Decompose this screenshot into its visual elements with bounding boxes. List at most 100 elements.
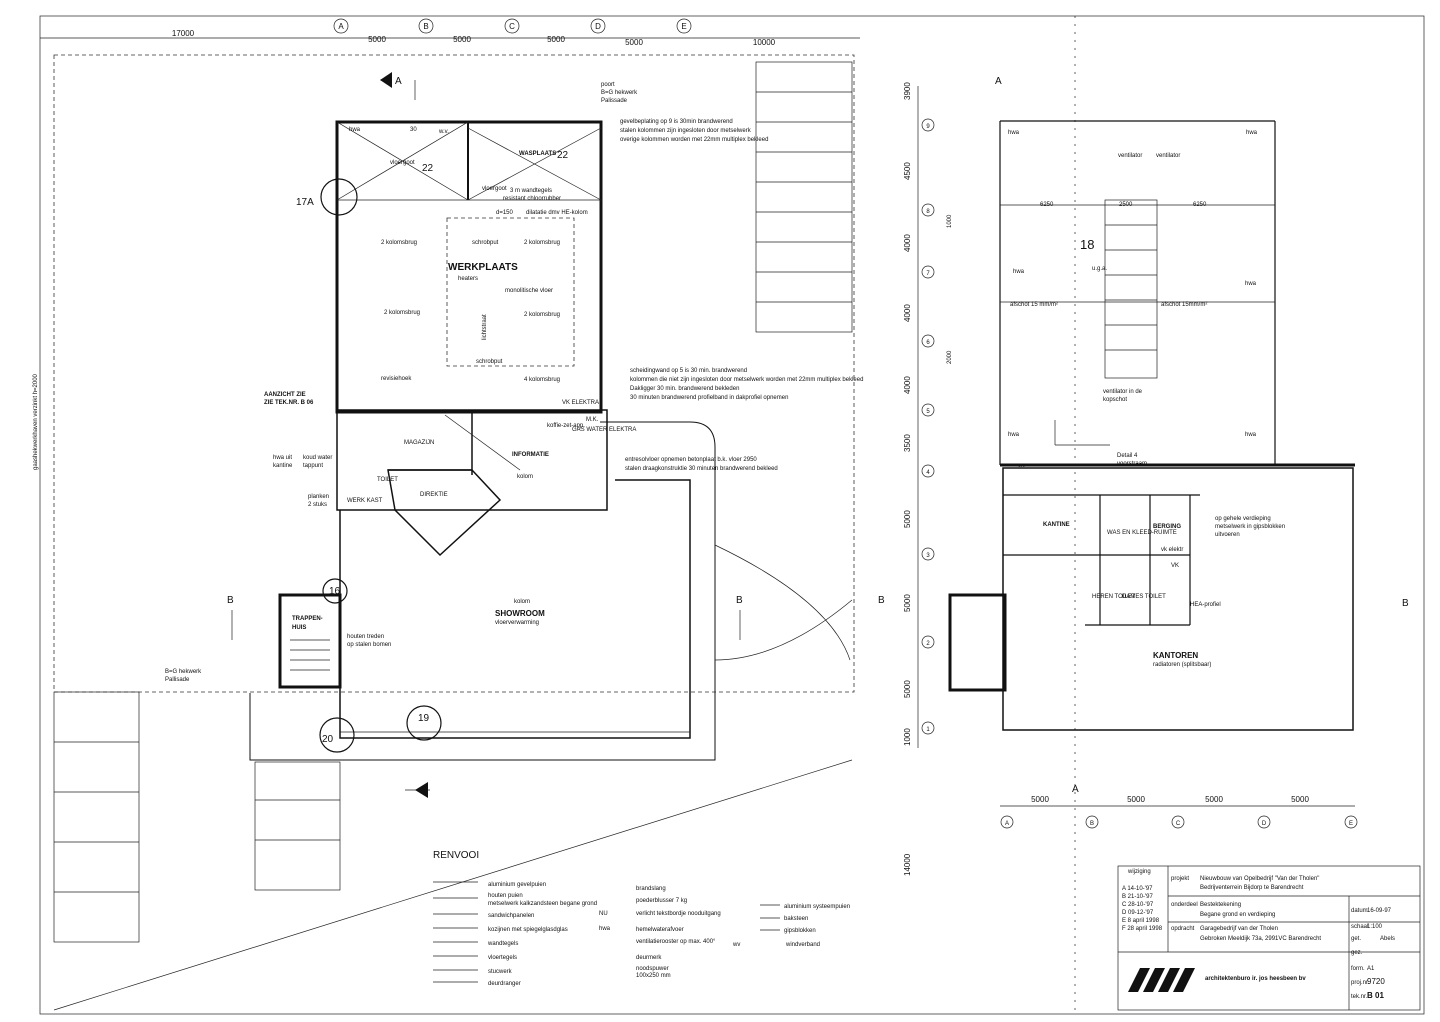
svg-text:3900: 3900 [903, 82, 912, 100]
svg-text:tek.nr.: tek.nr. [1351, 994, 1368, 1000]
svg-text:metselwerk in gipsblokken: metselwerk in gipsblokken [1215, 524, 1285, 530]
svg-text:aluminium systeempuien: aluminium systeempuien [784, 904, 850, 910]
svg-text:dilatatie dmv HE-kolom: dilatatie dmv HE-kolom [526, 210, 588, 216]
svg-text:18: 18 [1080, 237, 1094, 252]
svg-text:22: 22 [422, 163, 434, 174]
svg-text:1000: 1000 [903, 728, 912, 746]
projekt-line2: Bedrijventerrein Bijdorp te Barendrecht [1200, 885, 1304, 891]
svg-text:2 kolomsbrug: 2 kolomsbrug [524, 312, 560, 318]
svg-text:vloergoot: vloergoot [482, 186, 507, 192]
svg-text:revisiehoek: revisiehoek [381, 376, 412, 382]
stair-house [278, 593, 342, 689]
svg-text:KANTINE: KANTINE [1043, 522, 1070, 528]
grid-bubble-2: 2 [921, 635, 935, 649]
svg-text:30 minuten brandwerend profiel: 30 minuten brandwerend profielband in da… [630, 395, 788, 401]
grid-bubble-6: 6 [921, 334, 935, 348]
svg-text:INFORMATIE: INFORMATIE [512, 452, 549, 458]
svg-text:20: 20 [322, 734, 334, 745]
svg-text:stalen draagkonstruktie 30 min: stalen draagkonstruktie 30 minuten brand… [625, 466, 778, 472]
svg-text:B=G hekwerk: B=G hekwerk [601, 90, 638, 96]
ground-floor-labels: poort B=G hekwerk Palissade gevelbeplati… [165, 76, 863, 745]
grid-right: 9 8 7 6 5 4 3 2 1 3900 4500 4000 4000 40… [903, 82, 953, 876]
svg-text:6250: 6250 [1193, 202, 1207, 208]
grid-bubble-8: 8 [921, 203, 935, 217]
svg-text:30: 30 [410, 127, 417, 133]
svg-text:VK ELEKTRA: VK ELEKTRA [562, 400, 599, 406]
svg-text:schrobput: schrobput [472, 240, 499, 246]
svg-text:SHOWROOM: SHOWROOM [495, 609, 545, 618]
svg-text:5000: 5000 [903, 594, 912, 612]
svg-text:2 stuks: 2 stuks [308, 502, 327, 508]
svg-text:4: 4 [926, 470, 930, 476]
svg-text:vk elektr: vk elektr [1161, 547, 1183, 553]
svg-text:vloergoot: vloergoot [390, 160, 415, 166]
svg-text:2 kolomsbrug: 2 kolomsbrug [384, 310, 420, 316]
svg-text:4000: 4000 [903, 376, 912, 394]
projekt-line1: Nieuwbouw van Opelbedrijf "Van der Thole… [1200, 876, 1319, 882]
svg-text:kopschot: kopschot [1103, 397, 1127, 403]
svg-text:HEREN TOILET: HEREN TOILET [1092, 594, 1136, 600]
svg-text:3: 3 [926, 553, 930, 559]
svg-text:Bestektekening: Bestektekening [1200, 902, 1241, 908]
svg-text:WERK KAST: WERK KAST [347, 498, 383, 504]
svg-text:3500: 3500 [903, 434, 912, 452]
svg-text:2 kolomsbrug: 2 kolomsbrug [381, 240, 417, 246]
dim-17000: 17000 [172, 29, 195, 38]
svg-text:B=G hekwerk: B=G hekwerk [165, 669, 202, 675]
grid-bubble-a2: A [1000, 815, 1014, 829]
svg-text:1: 1 [926, 727, 930, 733]
office-zone [336, 409, 608, 557]
svg-text:Gebroken Meeldijk 73a, 2991VC: Gebroken Meeldijk 73a, 2991VC Barendrech… [1200, 936, 1321, 942]
svg-text:kozijnen met spiegelglasdglas: kozijnen met spiegelglasdglas [488, 927, 568, 933]
svg-text:hwa: hwa [1013, 269, 1025, 275]
grid-bubble-a: A [333, 18, 349, 34]
svg-text:entresolvloer opnemen betonpla: entresolvloer opnemen betonplaat b.k. vl… [625, 457, 757, 463]
svg-text:scheidingwand op 5 is 30 min.: scheidingwand op 5 is 30 min. brandweren… [630, 368, 747, 374]
svg-text:verlicht tekstbordje nooduitga: verlicht tekstbordje nooduitgang [636, 911, 721, 917]
svg-text:1000: 1000 [947, 214, 953, 228]
svg-text:vloertegels: vloertegels [488, 955, 517, 961]
workshop-building [335, 120, 603, 414]
grid-bubble-c2: C [1171, 815, 1185, 829]
grid-bubble-4: 4 [921, 464, 935, 478]
svg-text:VK: VK [1171, 563, 1179, 569]
svg-text:C 28-10-'97: C 28-10-'97 [1122, 902, 1154, 908]
dim-5000c: 5000 [547, 35, 565, 44]
svg-text:houten treden: houten treden [347, 634, 384, 640]
svg-text:TOILET: TOILET [377, 477, 398, 483]
grid-bubble-e2: E [1344, 815, 1358, 829]
dim-5000a: 5000 [368, 35, 386, 44]
svg-text:5000: 5000 [903, 680, 912, 698]
svg-text:C: C [1176, 821, 1181, 827]
svg-text:Begane grond en verdieping: Begane grond en verdieping [1200, 912, 1275, 918]
svg-text:B: B [878, 595, 885, 606]
svg-text:HUIS: HUIS [292, 625, 306, 631]
svg-text:2000: 2000 [947, 350, 953, 364]
svg-text:WASPLAATS: WASPLAATS [519, 151, 556, 157]
dim-5000b: 5000 [453, 35, 471, 44]
svg-text:7: 7 [926, 271, 930, 277]
svg-text:schrobput: schrobput [476, 359, 503, 365]
svg-text:A: A [338, 22, 344, 31]
svg-text:gevelbeplating op 9 is 30min b: gevelbeplating op 9 is 30min brandwerend [620, 119, 733, 125]
svg-text:C: C [509, 22, 515, 31]
parking-bottom [53, 691, 853, 1011]
svg-text:hwa: hwa [1245, 281, 1257, 287]
svg-text:22: 22 [557, 150, 569, 161]
svg-text:deurdranger: deurdranger [488, 981, 521, 987]
upper-floor-plan [948, 120, 1355, 731]
svg-text:hemelwaterafvoer: hemelwaterafvoer [636, 927, 684, 933]
svg-text:WAS EN KLEED-RUIMTE: WAS EN KLEED-RUIMTE [1107, 530, 1177, 536]
svg-text:w.v.: w.v. [438, 129, 449, 135]
svg-text:koud water: koud water [303, 455, 332, 461]
grid-bubble-e: E [676, 18, 692, 34]
grid-bubble-c: C [504, 18, 520, 34]
svg-text:windverband: windverband [785, 942, 820, 948]
svg-text:5000: 5000 [1031, 795, 1049, 804]
svg-text:ventilator: ventilator [1118, 153, 1142, 159]
svg-text:A: A [1072, 784, 1079, 795]
wijziging-label: wijziging [1127, 869, 1151, 875]
svg-text:D: D [595, 22, 601, 31]
dim-5000d: 5000 [625, 38, 643, 47]
